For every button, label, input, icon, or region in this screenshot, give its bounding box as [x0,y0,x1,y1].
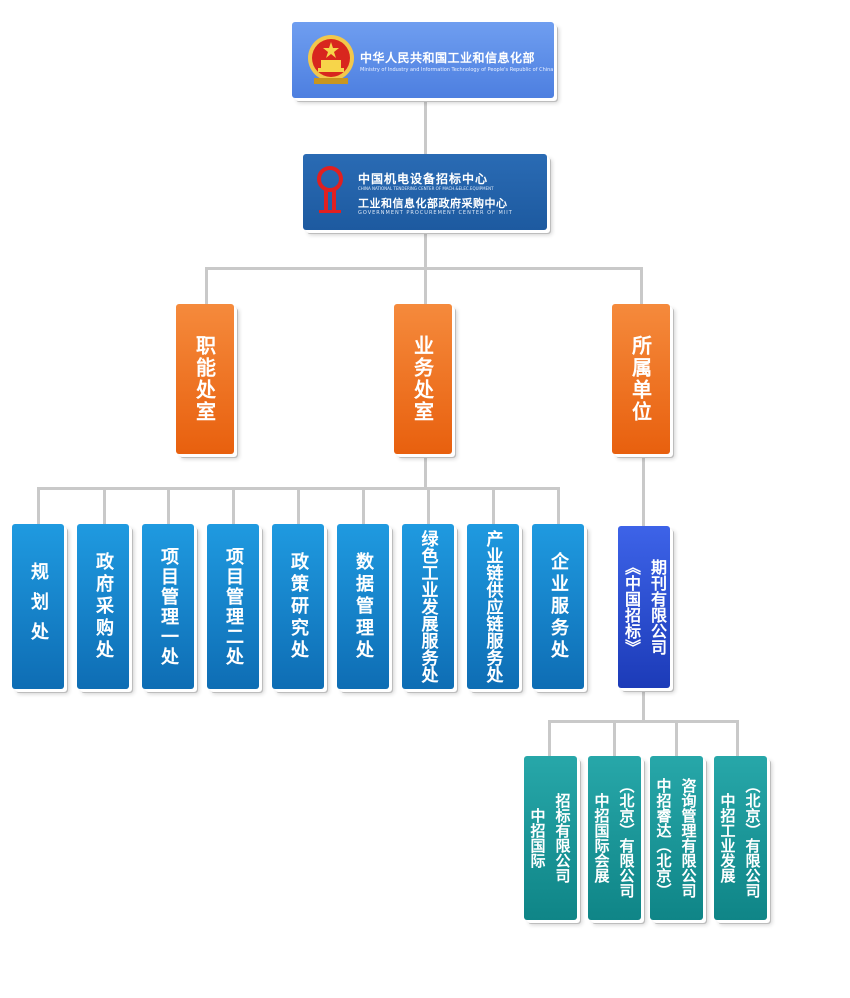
subsidiary-exhibition: （北京）有限公司 中招国际会展 [588,756,641,920]
subsidiary-label-line: （北京）有限公司 [743,778,762,898]
connector-line [103,487,106,525]
dept-planning: 规划处 [12,524,64,689]
connector-line [642,690,645,722]
connector-line [232,487,235,525]
connector-line [613,720,616,757]
subsidiary-label-line: 中招睿达（北京） [654,778,673,898]
subsidiary-industrial-development: （北京）有限公司 中招工业发展 [714,756,767,920]
subsidiary-label-line: （北京）有限公司 [617,778,636,898]
journal-company-type: 期刊有限公司 [648,559,667,655]
subsidiary-label-line: 咨询管理有限公司 [679,778,698,898]
dept-government-procurement: 政府采购处 [77,524,129,689]
category-label: 职能处室 [192,335,217,423]
dept-project-management-1: 项目管理一处 [142,524,194,689]
connector-line [424,230,427,268]
category-business-offices: 业务处室 [394,304,452,454]
dept-label: 政策研究处 [288,551,309,662]
journal-company: 《中国招标》 期刊有限公司 [618,526,670,688]
dept-label: 产业链供应链服务处 [482,530,503,683]
dept-label: 项目管理一处 [158,546,179,667]
dept-project-management-2: 项目管理二处 [207,524,259,689]
dept-data-management: 数据管理处 [337,524,389,689]
dept-label: 规划处 [28,561,49,652]
connector-line [205,267,208,305]
journal-name: 《中国招标》 [622,559,641,655]
connector-line [548,720,738,723]
connector-line [642,455,645,527]
connector-line [640,267,643,305]
subsidiary-label-line: 中招国际会展 [592,793,611,883]
connector-line [297,487,300,525]
category-label: 所属单位 [628,335,653,423]
subsidiary-zhongzhao-international: 招标有限公司 中招国际 [524,756,577,920]
cmec-name-cn: 中国机电设备招标中心 [358,172,489,186]
connector-line [492,487,495,525]
connector-line [427,487,430,525]
subsidiary-label-line: 中招工业发展 [718,793,737,883]
dept-supply-chain: 产业链供应链服务处 [467,524,519,689]
dept-green-industry: 绿色工业发展服务处 [402,524,454,689]
cmec-node: 中国机电设备招标中心 CHINA NATIONAL TENDERING CENT… [303,154,547,230]
dept-label: 数据管理处 [353,551,374,662]
miit-node: 中华人民共和国工业和信息化部 Ministry of Industry and … [292,22,554,98]
connector-line [362,487,365,525]
cmec-logo-icon [317,166,343,213]
dept-policy-research: 政策研究处 [272,524,324,689]
miit-name-en: Ministry of Industry and Information Tec… [360,67,554,73]
category-label: 业务处室 [410,335,435,423]
category-affiliated-units: 所属单位 [612,304,670,454]
dept-label: 项目管理二处 [223,546,244,667]
connector-line [167,487,170,525]
connector-line [675,720,678,757]
procurement-center-name-cn: 工业和信息化部政府采购中心 [358,197,508,210]
subsidiary-label-line: 招标有限公司 [553,793,572,883]
dept-label: 政府采购处 [93,551,114,662]
connector-line [37,487,40,525]
connector-line [424,455,427,489]
subsidiary-label-line: 中招国际 [528,808,547,868]
category-functional-offices: 职能处室 [176,304,234,454]
connector-line [424,267,427,305]
connector-line [736,720,739,757]
national-emblem-icon [308,35,354,84]
connector-line [548,720,551,757]
dept-label: 绿色工业发展服务处 [417,530,438,683]
miit-name-cn: 中华人民共和国工业和信息化部 [360,51,536,65]
connector-line [424,98,427,154]
cmec-name-en: CHINA NATIONAL TENDERING CENTER OF MACH.… [358,186,494,191]
subsidiary-ruida: 咨询管理有限公司 中招睿达（北京） [650,756,703,920]
dept-label: 企业服务处 [548,551,569,662]
procurement-center-name-en: GOVERNMENT PROCUREMENT CENTER OF MIIT [358,210,513,216]
connector-line [557,487,560,525]
dept-enterprise-service: 企业服务处 [532,524,584,689]
